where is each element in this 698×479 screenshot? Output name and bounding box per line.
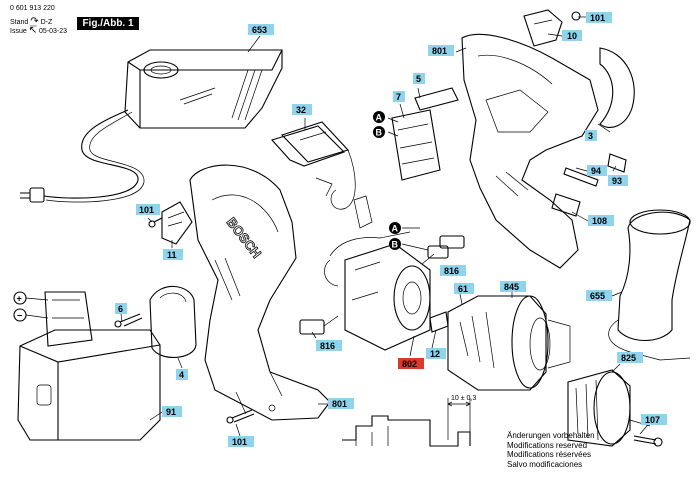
svg-text:655: 655 (590, 291, 605, 301)
note-french: Modifications réservées (507, 450, 592, 459)
callout-816-top: 816 (440, 265, 466, 276)
callout-7: 7 (393, 91, 405, 102)
switch-module-illustration (280, 87, 459, 210)
stand-label-text: Stand (10, 19, 29, 26)
callout-6: 6 (115, 303, 127, 314)
note-spanish: Salvo modificaciones (507, 459, 583, 469)
svg-text:816: 816 (320, 341, 335, 351)
callout-101-left: 101 (136, 204, 160, 215)
svg-text:653: 653 (252, 25, 267, 35)
callout-825: 825 (617, 352, 643, 363)
connector-a-label-switch: A (376, 113, 383, 123)
callout-94: 94 (587, 165, 607, 176)
connector-a-marker-switch (373, 111, 385, 123)
callout-801-bottom: 801 (328, 398, 354, 409)
svg-text:4: 4 (179, 370, 184, 380)
svg-text:6: 6 (118, 304, 123, 314)
svg-text:802: 802 (402, 359, 417, 369)
brand-logo-text: BOSCH (224, 215, 265, 261)
svg-text:3: 3 (588, 131, 593, 141)
svg-text:108: 108 (592, 216, 607, 226)
svg-text:845: 845 (504, 282, 519, 292)
svg-text:816: 816 (444, 266, 459, 276)
callout-653: 653 (248, 24, 274, 35)
svg-text:12: 12 (430, 349, 440, 359)
svg-text:801: 801 (332, 399, 347, 409)
callout-108: 108 (588, 215, 614, 226)
gearbox-illustration (447, 295, 571, 391)
svg-text:825: 825 (621, 353, 636, 363)
callout-93: 93 (608, 175, 628, 186)
svg-text:91: 91 (166, 407, 176, 417)
stand-value: D-Z (40, 19, 53, 26)
motor-illustration (299, 231, 465, 351)
svg-text:801: 801 (432, 46, 447, 56)
figure-label: Fig./Abb. 1 (77, 17, 139, 30)
connector-b-marker-motor (389, 238, 401, 250)
svg-text:7: 7 (396, 92, 401, 102)
svg-text:11: 11 (167, 250, 177, 260)
leader-lines (120, 16, 653, 437)
issue-date: 05-03-23 (39, 28, 68, 35)
callout-802: 802 (398, 358, 424, 369)
document-number: 0 601 913 220 (10, 5, 55, 12)
callout-5: 5 (413, 73, 425, 84)
modification-notes: Änderungen vorbehalten Modifications res… (507, 431, 595, 469)
callout-3: 3 (585, 130, 597, 141)
svg-text:101: 101 (232, 437, 247, 447)
stand-label: Stand ↷ D-Z (10, 16, 53, 27)
callout-816-bottom: 816 (316, 340, 342, 351)
right-housing-illustration (461, 9, 635, 269)
svg-text:32: 32 (296, 105, 306, 115)
callout-11: 11 (163, 249, 183, 260)
connector-b-label-motor: B (392, 240, 399, 250)
dimension-detail: 10 ± 0,3 (342, 395, 476, 447)
dimension-label: 10 ± 0,3 (451, 395, 476, 402)
battery-minus-symbol: − (17, 311, 22, 321)
svg-text:61: 61 (458, 284, 468, 294)
callout-655: 655 (586, 290, 612, 301)
callout-107: 107 (641, 414, 667, 425)
connector-a-marker-motor (389, 222, 401, 234)
connector-b-label-switch: B (376, 128, 383, 138)
svg-text:94: 94 (591, 166, 601, 176)
callout-801-top: 801 (428, 45, 454, 56)
connector-a-label-motor: A (392, 224, 399, 234)
callout-32: 32 (292, 104, 312, 115)
callout-4: 4 (176, 369, 188, 380)
battery-pack-illustration: + − (13, 291, 161, 441)
svg-text:107: 107 (645, 415, 660, 425)
callout-61: 61 (454, 283, 474, 294)
left-housing-illustration: BOSCH (114, 164, 331, 424)
callout-10: 10 (562, 30, 582, 41)
connector-b-marker-switch (373, 126, 385, 138)
issue-label-text: Issue (10, 28, 27, 35)
svg-text:5: 5 (416, 74, 421, 84)
callout-12: 12 (426, 348, 446, 359)
holster-illustration (608, 209, 691, 361)
callout-101-screw-top: 101 (586, 12, 612, 23)
note-german: Änderungen vorbehalten (507, 431, 595, 440)
issue-label: Issue ↸ 05-03-23 (10, 25, 68, 36)
svg-text:93: 93 (612, 176, 622, 186)
svg-text:101: 101 (139, 205, 154, 215)
callout-101-bottom: 101 (228, 436, 254, 447)
svg-text:101: 101 (590, 13, 605, 23)
note-english: Modifications reserved (507, 440, 588, 450)
callout-845: 845 (500, 281, 526, 292)
small-parts-illustration (271, 125, 373, 229)
callout-91: 91 (162, 406, 182, 417)
connector-markers: A B A B (373, 111, 401, 250)
battery-plus-symbol: + (17, 294, 22, 304)
charger-illustration (20, 49, 283, 203)
chuck-illustration (567, 369, 663, 447)
svg-text:10: 10 (567, 31, 577, 41)
